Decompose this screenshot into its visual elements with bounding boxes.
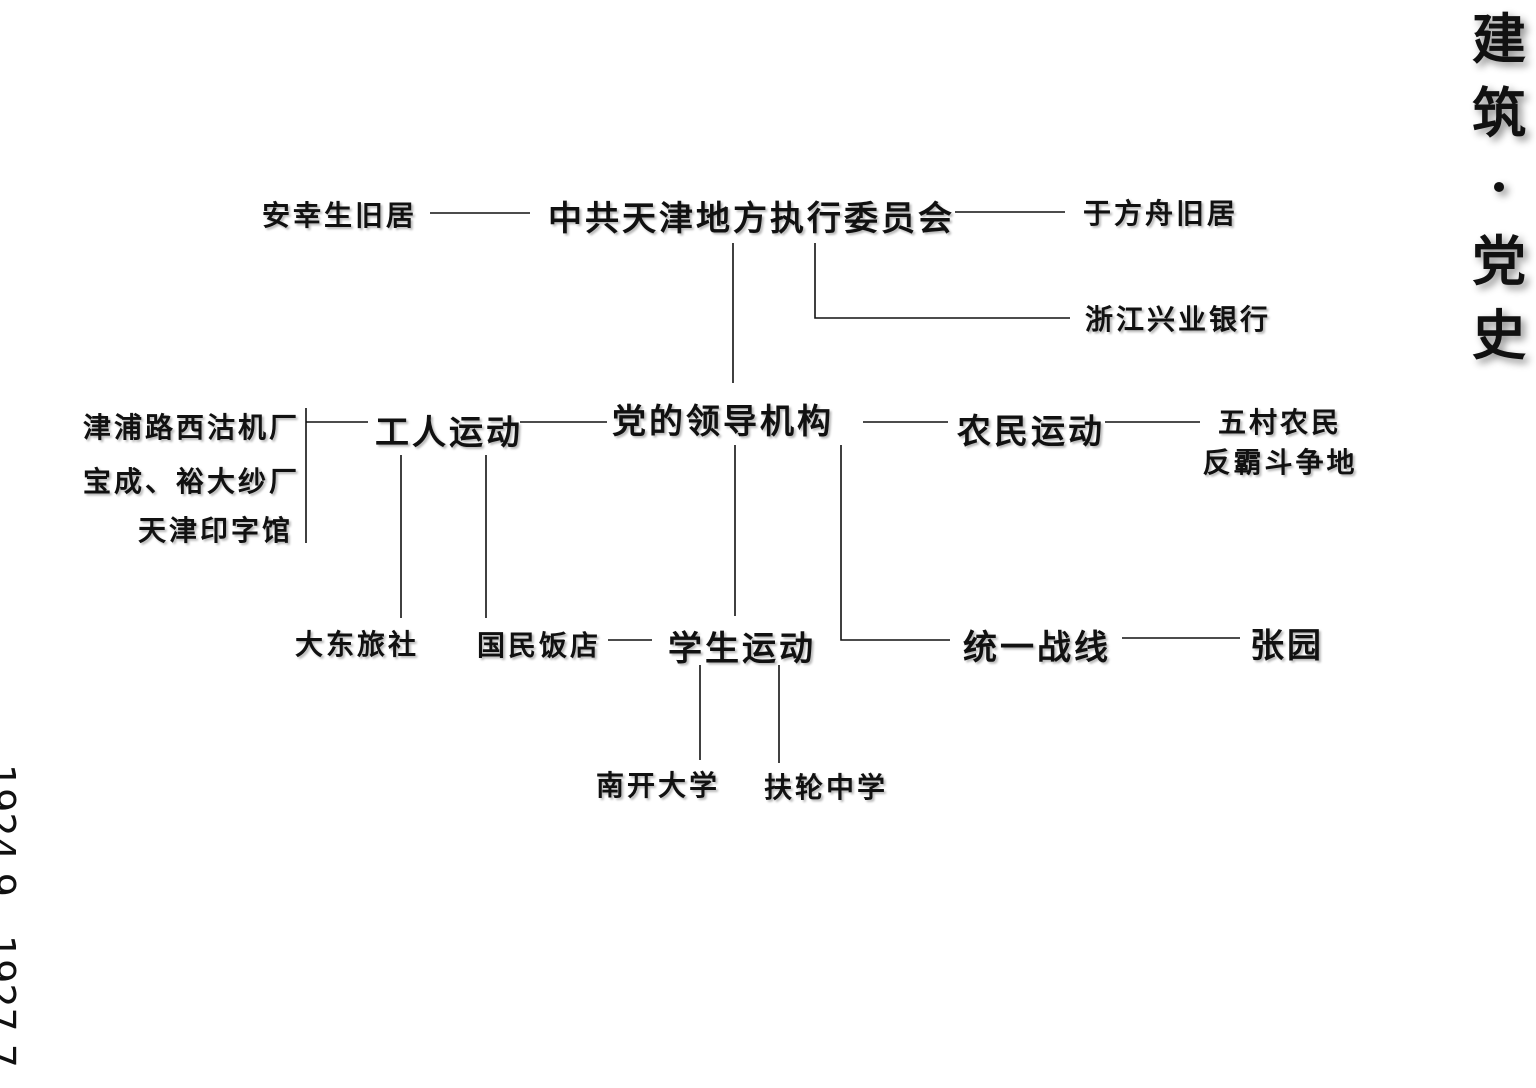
node-yu-fangzhou-residence: 于方舟旧居 — [1083, 197, 1239, 230]
node-nankai-university: 南开大学 — [596, 769, 721, 802]
node-workers-movement: 工人运动 — [375, 413, 523, 453]
corner-title-char-4: 史 — [1472, 303, 1526, 367]
line-committee-zhejiangbank — [814, 243, 1070, 319]
corner-title-separator: · — [1489, 155, 1509, 219]
node-dadong-hotel: 大东旅社 — [295, 628, 420, 661]
node-an-xingsheng-residence: 安幸生旧居 — [262, 199, 418, 232]
node-factory-tianjin-press: 天津印字馆 — [137, 514, 293, 547]
wucun-line-2: 反霸斗争地 — [1202, 446, 1358, 479]
date-range-label: 1924.9—1927.7 — [0, 764, 23, 1068]
node-guomin-hotel: 国民饭店 — [477, 629, 602, 662]
corner-title: 建 筑 · 党 史 — [1468, 2, 1530, 372]
node-wucun-peasants: 五村农民 反霸斗争地 — [1200, 403, 1360, 483]
node-zhang-garden: 张园 — [1250, 626, 1324, 666]
corner-title-char-2: 筑 — [1472, 81, 1526, 145]
node-students-movement: 学生运动 — [668, 629, 816, 669]
node-party-leadership: 党的领导机构 — [612, 402, 834, 442]
node-fulun-middle-school: 扶轮中学 — [764, 771, 889, 804]
node-factory-jinpu: 津浦路西沽机厂 — [82, 411, 300, 444]
corner-title-char-3: 党 — [1472, 229, 1526, 293]
node-factory-baocheng-yuda: 宝成、裕大纱厂 — [82, 465, 300, 498]
node-peasants-movement: 农民运动 — [957, 412, 1105, 452]
node-zhejiang-industrial-bank: 浙江兴业银行 — [1085, 303, 1272, 336]
node-tianjin-executive-committee: 中共天津地方执行委员会 — [548, 199, 955, 239]
line-leadership-unitedfront — [840, 445, 950, 641]
wucun-line-1: 五村农民 — [1217, 406, 1342, 439]
node-united-front: 统一战线 — [963, 628, 1111, 668]
corner-title-char-1: 建 — [1472, 7, 1526, 71]
